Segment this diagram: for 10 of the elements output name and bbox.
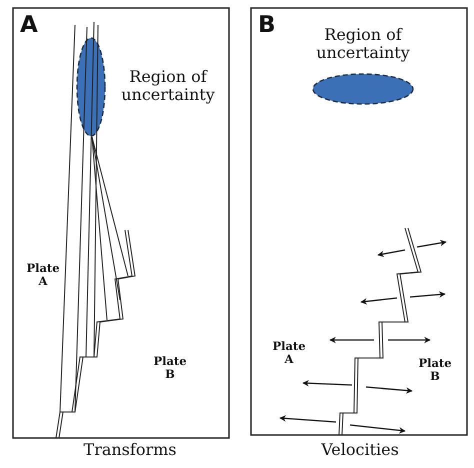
plate-label: Plate A xyxy=(25,262,61,288)
panel-caption: Transforms xyxy=(82,441,178,459)
region-label: Region of uncertainty xyxy=(315,26,411,62)
region-label: Region of uncertainty xyxy=(120,68,216,104)
panel-caption: Velocities xyxy=(320,441,400,459)
panel-letter: B xyxy=(258,13,277,38)
plate-label: Plate B xyxy=(417,357,453,382)
plate-label: Plate B xyxy=(152,355,188,380)
plate-label: Plate A xyxy=(271,340,307,366)
panel-letter: A xyxy=(20,13,39,38)
